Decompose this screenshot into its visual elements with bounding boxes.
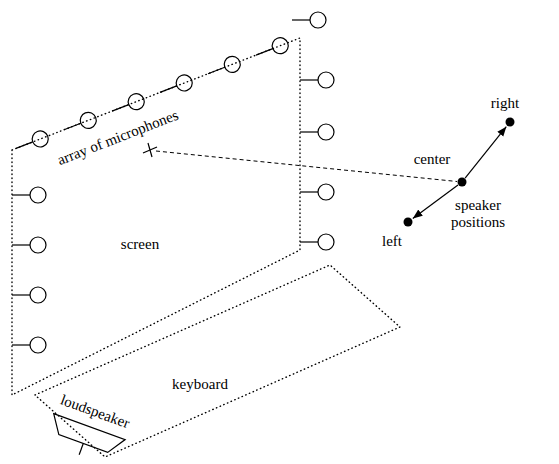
microphone-right-column bbox=[300, 72, 334, 250]
keyboard-outline bbox=[35, 265, 400, 457]
group-label: speaker positions bbox=[446, 197, 510, 232]
cross-stroke bbox=[148, 143, 152, 157]
microphone-symbol bbox=[292, 12, 326, 28]
position-dot bbox=[458, 178, 467, 187]
position-label: left bbox=[382, 233, 402, 250]
microphone-symbol bbox=[12, 337, 46, 353]
loudspeaker-stand bbox=[79, 444, 83, 455]
outlined-region: keyboard bbox=[35, 265, 400, 457]
microphone-symbol bbox=[13, 129, 50, 156]
microphone-symbol bbox=[300, 124, 334, 140]
array-center-cross bbox=[143, 143, 157, 157]
part-label: array of microphones bbox=[55, 107, 181, 170]
position-arrow bbox=[465, 127, 506, 178]
microphone-symbol bbox=[205, 54, 242, 81]
region-name: keyboard bbox=[172, 376, 228, 393]
position-dot bbox=[404, 218, 413, 227]
microphone-symbol bbox=[12, 287, 46, 303]
microphone-symbol bbox=[12, 237, 46, 253]
position-dot bbox=[506, 118, 515, 127]
microphone-symbol bbox=[300, 72, 334, 88]
microphone-top-row bbox=[13, 35, 290, 156]
position-label: center bbox=[414, 151, 451, 168]
region-name: screen bbox=[121, 236, 159, 253]
position-arrow bbox=[413, 185, 458, 218]
keyboard-outline bbox=[35, 265, 400, 457]
microphone-symbol bbox=[253, 35, 290, 62]
position-label: right bbox=[491, 95, 519, 112]
microphone-symbol bbox=[300, 184, 334, 200]
microphone-symbol bbox=[300, 234, 334, 250]
microphone-symbol bbox=[12, 187, 46, 203]
microphone-left-column bbox=[12, 187, 46, 353]
sight-line bbox=[156, 151, 457, 182]
